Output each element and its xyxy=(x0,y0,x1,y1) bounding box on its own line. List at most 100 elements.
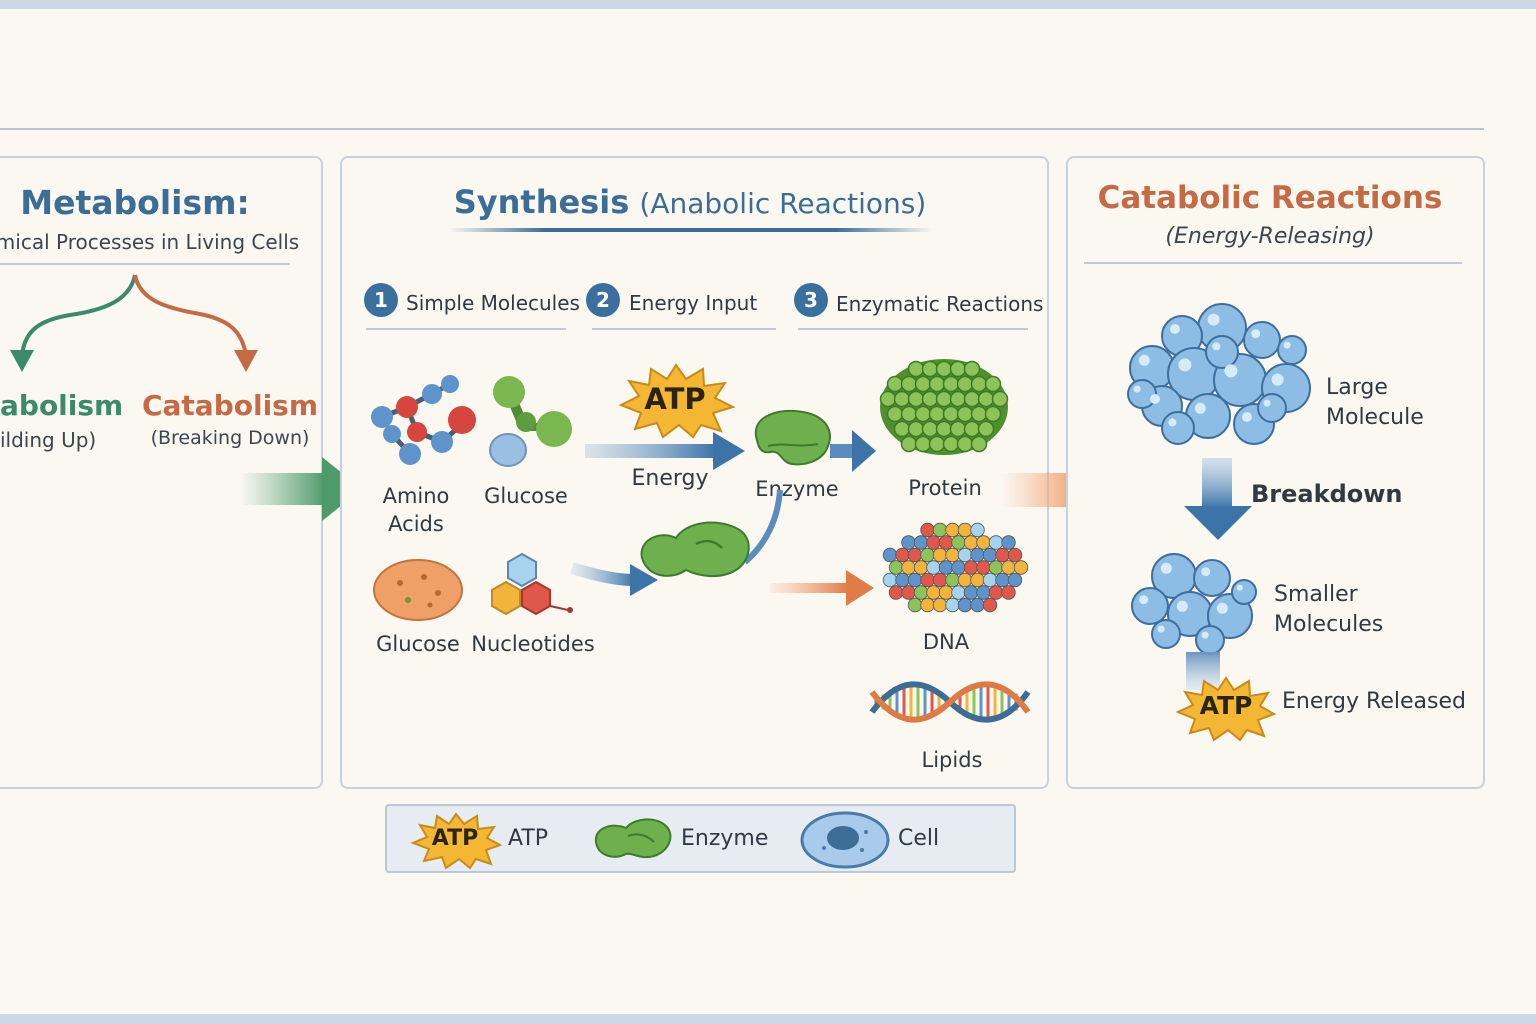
molecule-bubble xyxy=(1193,559,1231,597)
synthesis-panel xyxy=(340,156,1049,789)
metabolism-title: Metabolism: xyxy=(20,183,250,222)
dna-bead xyxy=(895,572,910,588)
step-2-badge: 2 xyxy=(586,283,620,317)
protein-bead xyxy=(991,390,1009,408)
step-1-badge: 1 xyxy=(364,283,398,317)
protein-bead xyxy=(977,390,995,408)
enzyme-icon-lower xyxy=(640,521,750,577)
protein-bead xyxy=(893,420,911,438)
dna-bead xyxy=(945,522,960,538)
dna-bead xyxy=(957,597,973,613)
glucose-cell-icon xyxy=(373,559,463,621)
nucleotides-icon xyxy=(491,552,573,616)
dna-bead xyxy=(920,597,935,613)
dna-bead xyxy=(920,522,935,538)
amino-acids-label-line2: Acids xyxy=(388,512,444,536)
dna-bead xyxy=(976,560,991,575)
legend-cell-icon xyxy=(800,811,890,869)
breakdown-label: Breakdown xyxy=(1251,480,1403,508)
lipids-helix-icon xyxy=(869,681,1031,723)
protein-bead xyxy=(949,390,967,408)
dna-bead xyxy=(901,560,916,575)
dna-bead xyxy=(932,547,948,563)
protein-bead xyxy=(963,390,981,408)
dna-bead xyxy=(1013,560,1029,575)
bubble-highlight xyxy=(1150,394,1160,404)
protein-bead xyxy=(900,435,918,453)
atp-energy-released-icon xyxy=(1175,676,1277,742)
dna-bead xyxy=(957,572,973,588)
protein-bead xyxy=(879,390,897,408)
dna-bead xyxy=(995,547,1010,563)
dna-bead xyxy=(920,572,935,588)
bubble-highlight xyxy=(1133,385,1141,393)
dna-bead xyxy=(963,585,979,600)
protein-bead xyxy=(935,360,953,378)
large-molecule-label-line2: Molecule xyxy=(1326,405,1424,430)
protein-bead xyxy=(921,360,939,378)
protein-bead xyxy=(956,405,974,423)
dna-bead xyxy=(907,597,923,613)
glucose-top-label: Glucose xyxy=(484,484,568,508)
dna-bead xyxy=(895,547,910,563)
protein-bead xyxy=(984,405,1002,423)
synthesis-title-underline xyxy=(448,228,933,232)
glucose-molecule-icon xyxy=(489,376,572,467)
breakdown-arrow xyxy=(1184,458,1252,540)
protein-bead xyxy=(921,390,939,408)
dna-bead xyxy=(926,560,941,575)
anabolism-label: abolism xyxy=(0,389,124,422)
protein-bead xyxy=(977,420,995,438)
protein-bead xyxy=(942,375,960,393)
bubble-highlight xyxy=(1236,584,1243,591)
protein-bead xyxy=(949,420,967,438)
dna-bead xyxy=(913,560,929,575)
dna-bead xyxy=(945,547,960,563)
dna-bead xyxy=(951,535,966,550)
catabolism-label: Catabolism xyxy=(141,389,319,422)
bubble-highlight xyxy=(1160,562,1172,574)
bubble-highlight xyxy=(1271,373,1284,386)
bottom-border-bar xyxy=(0,1014,1536,1024)
dna-bead xyxy=(988,535,1004,550)
step-2-underline xyxy=(592,328,776,330)
dna-bead xyxy=(1007,572,1023,588)
bubble-highlight xyxy=(1170,324,1180,334)
legend-enzyme-icon xyxy=(594,818,672,859)
dna-bead xyxy=(938,560,954,575)
bubble-highlight xyxy=(1176,600,1188,612)
protein-bead xyxy=(935,420,953,438)
bubble-highlight xyxy=(1138,354,1150,366)
dna-bead xyxy=(963,560,979,575)
atp-starburst-icon xyxy=(618,363,736,439)
dna-bead xyxy=(926,585,941,600)
energy-arrow xyxy=(585,432,745,470)
protein-bead xyxy=(970,405,988,423)
energy-released-label: Energy Released xyxy=(1282,689,1466,714)
protein-bead xyxy=(928,375,946,393)
glucose-bottom-label: Glucose xyxy=(376,632,460,656)
protein-bead xyxy=(963,420,981,438)
dna-bead xyxy=(970,547,985,563)
protein-bead xyxy=(900,375,918,393)
molecule-bubble xyxy=(1243,321,1281,359)
molecule-bubble xyxy=(1131,587,1169,625)
step-1-underline xyxy=(366,328,566,330)
step-3-label: Enzymatic Reactions xyxy=(836,292,1044,316)
protein-bead xyxy=(893,390,911,408)
protein-bead xyxy=(907,420,925,438)
dna-bead xyxy=(938,535,954,550)
protein-bead xyxy=(914,375,932,393)
bubble-highlight xyxy=(1201,631,1209,639)
catabolic-panel xyxy=(1066,156,1485,789)
protein-bead xyxy=(907,360,925,378)
protein-bead xyxy=(970,435,988,453)
legend-enzyme-label: Enzyme xyxy=(681,826,769,851)
catabolism-sub: (Breaking Down) xyxy=(150,427,310,449)
amino-acids-icon xyxy=(371,375,476,465)
protein-bead xyxy=(928,405,946,423)
bubble-highlight xyxy=(1207,313,1220,326)
smaller-molecules-label-line2: Molecules xyxy=(1274,612,1384,637)
protein-bead xyxy=(907,390,925,408)
legend-atp-icon xyxy=(410,812,503,870)
